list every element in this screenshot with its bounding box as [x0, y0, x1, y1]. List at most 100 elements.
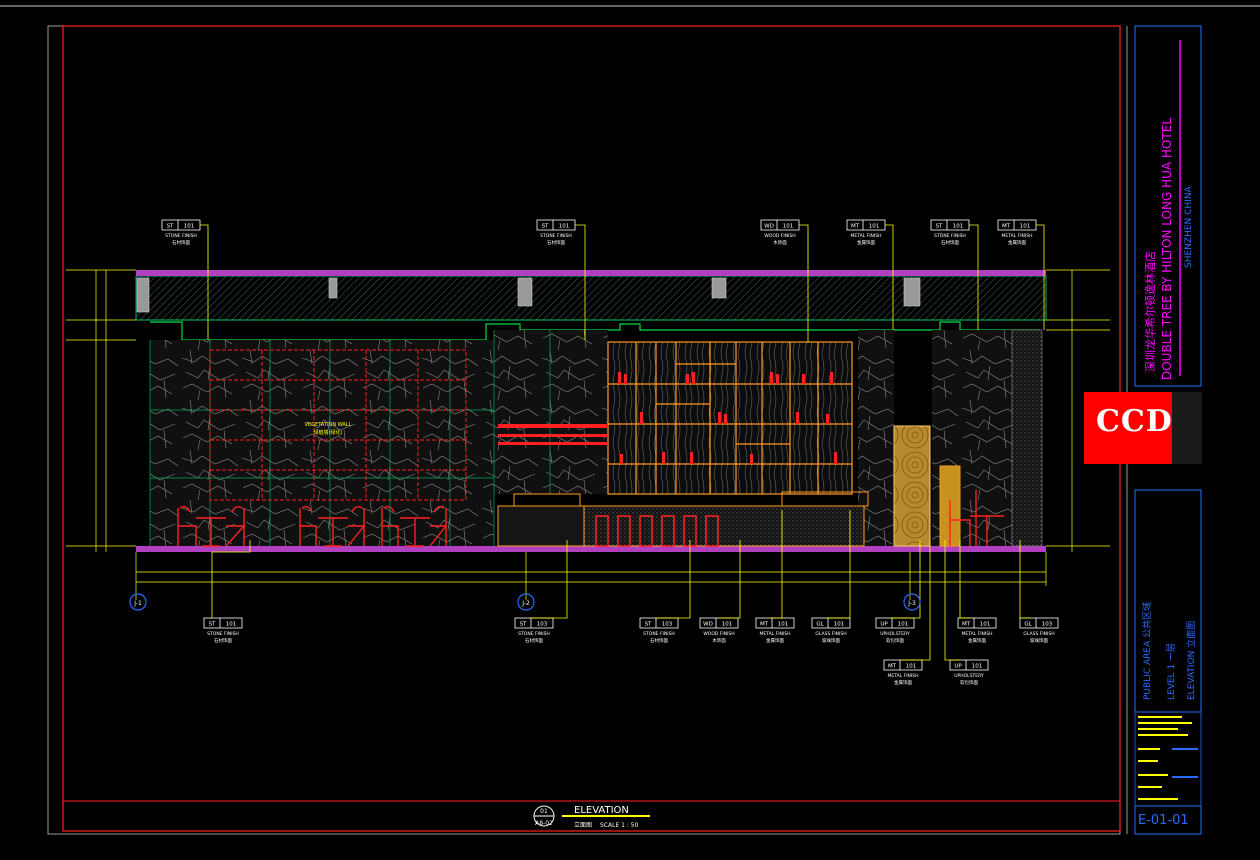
back-bar-top	[781, 491, 869, 507]
tag-label: GLASS FINISH	[815, 631, 846, 637]
leader-line	[211, 540, 251, 618]
tag-label-cn: 石材饰面	[650, 637, 668, 644]
tag-code: UP	[954, 664, 962, 670]
tag-label-cn: 软包饰面	[960, 679, 978, 686]
tag-label: STONE FINISH	[207, 631, 239, 637]
tag-label: WOOD FINISH	[764, 233, 795, 239]
tag-label-cn: 金属饰面	[1008, 239, 1026, 246]
leader-line	[885, 224, 894, 330]
tag-code: ST	[209, 622, 216, 628]
tag-number: 101	[834, 622, 845, 628]
project-title-box	[1134, 25, 1202, 387]
grid-marker-icon: J-3	[903, 593, 921, 611]
wine-cabinet	[607, 341, 853, 495]
leader-line	[718, 540, 741, 619]
tag-code: WD	[703, 622, 713, 628]
wine-cabinet-dividers	[608, 342, 852, 494]
sheet-number: E-01-01	[1138, 813, 1189, 828]
bar-stools	[595, 515, 719, 547]
wood-feature-panel	[893, 425, 931, 547]
bottle-rack	[498, 424, 608, 445]
tag-number: 101	[898, 622, 909, 628]
tag-number: 101	[869, 224, 880, 230]
leader-line	[770, 510, 783, 619]
tag-label: METAL FINISH	[962, 631, 993, 637]
vegetation-label: VEGETATION WALL	[305, 422, 352, 428]
tag-label: METAL FINISH	[760, 631, 791, 637]
leader-line	[1036, 224, 1045, 330]
title-number: 01	[540, 808, 548, 815]
tag-code: ST	[520, 622, 527, 628]
notes-dates	[1172, 748, 1198, 778]
tag-label-cn: 石材饰面	[172, 239, 190, 246]
notes-box	[1134, 711, 1202, 807]
tag-code: MT	[851, 224, 860, 230]
tag-code: ST	[936, 224, 943, 230]
tag-label-cn: 石材饰面	[525, 637, 543, 644]
grid-marker-label: J-2	[521, 600, 530, 607]
tag-label: GLASS FINISH	[1023, 631, 1054, 637]
tag-code: GL	[1024, 622, 1032, 628]
tag-number: 101	[1020, 224, 1031, 230]
tag-label: METAL FINISH	[888, 673, 919, 679]
dining-furniture	[177, 505, 448, 547]
section-marker-icon	[533, 805, 555, 827]
floor-slab	[136, 546, 1046, 552]
tag-code: ST	[542, 224, 549, 230]
tag-number: 101	[559, 224, 570, 230]
leader-line	[1019, 540, 1030, 619]
logo-side-panel	[1172, 392, 1202, 464]
project-location: SHENZHEN CHINA	[1184, 186, 1194, 268]
vegetation-wall-frame	[209, 349, 467, 501]
tag-label-cn: 石材饰面	[547, 239, 565, 246]
drawing-area: PUBLIC AREA 公共区域	[1143, 601, 1153, 700]
leader-line	[655, 540, 691, 619]
company-logo: CCD	[1096, 404, 1173, 439]
leader-line	[575, 224, 586, 340]
tag-label-cn: 金属饰面	[968, 637, 986, 644]
leader-line	[799, 224, 809, 342]
tag-number: 101	[226, 622, 237, 628]
title-name-cn: 立面图	[574, 821, 592, 829]
project-name-en: DOUBLE TREE BY HILTON LONG HUA HOTEL	[1160, 117, 1174, 380]
leader-line	[530, 540, 568, 619]
wine-bottles	[618, 372, 837, 464]
notes-text-lines	[1138, 716, 1192, 800]
tag-label-cn: 金属饰面	[766, 637, 784, 644]
tag-label: STONE FINISH	[540, 233, 572, 239]
tag-label: METAL FINISH	[1002, 233, 1033, 239]
tag-code: UP	[880, 622, 888, 628]
drawing-type: ELEVATION 立面图	[1187, 620, 1197, 700]
leader-line	[900, 540, 931, 661]
tag-code: MT	[760, 622, 769, 628]
drawing-level: LEVEL 1 一层	[1167, 642, 1177, 700]
title-name: ELEVATION	[574, 805, 629, 816]
tag-code: ST	[645, 622, 652, 628]
grid-marker-icon: J-1	[129, 593, 147, 611]
leader-line	[826, 510, 851, 619]
ceiling-beam	[136, 270, 1046, 276]
tag-label: UPHOLSTERY	[880, 631, 910, 637]
bar-top	[513, 493, 581, 507]
sheet-number-box	[1134, 805, 1202, 835]
booth-chairs	[949, 490, 1004, 546]
tag-code: MT	[888, 664, 897, 670]
leader-line	[944, 540, 960, 661]
tag-label: STONE FINISH	[643, 631, 675, 637]
soffit-drops	[136, 277, 921, 313]
tag-label-cn: 石材饰面	[214, 637, 232, 644]
tag-number: 103	[662, 622, 673, 628]
